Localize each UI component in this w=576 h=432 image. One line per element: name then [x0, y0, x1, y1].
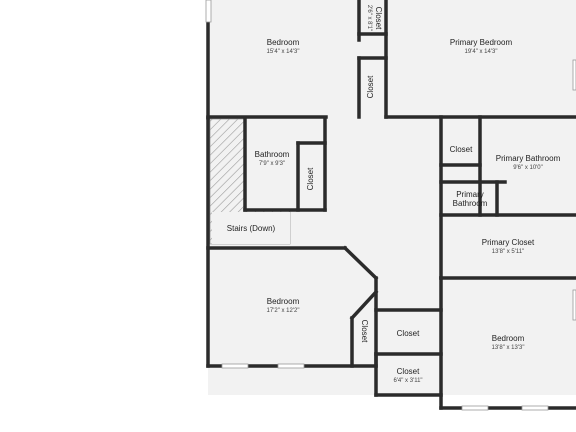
- floor-areas: [208, 0, 576, 395]
- stairs-name: Stairs (Down): [227, 224, 276, 233]
- bedroom-se-dim: 13'8" x 13'3": [492, 345, 525, 351]
- bathroom-name: Bathroom: [255, 150, 290, 159]
- closet-top-dim: 2'6" x 8'1": [366, 5, 372, 31]
- bedroom-se-name: Bedroom: [492, 334, 525, 343]
- closet-bottom-dim: 6'4" x 3'11": [393, 378, 422, 384]
- windows: [205, 0, 576, 411]
- bedroom-nw-name: Bedroom: [267, 38, 300, 47]
- closet-sw-name: Closet: [360, 320, 369, 343]
- closet-small-name: Closet: [366, 75, 375, 98]
- primary-bedroom-name: Primary Bedroom: [450, 38, 513, 47]
- primary-bathroom-name: Primary Bathroom: [496, 154, 561, 163]
- primary-closet-name: Primary Closet: [482, 238, 535, 247]
- primary-bathroom-small-line2: Bathroom: [453, 199, 488, 208]
- walls: [206, 0, 576, 410]
- primary-bathroom-dim: 9'6" x 10'0": [513, 165, 543, 171]
- closet-top-name: Closet: [374, 7, 383, 30]
- bedroom-sw-dim: 17'2" x 12'2": [267, 308, 300, 314]
- stairs-landing: [212, 212, 290, 244]
- bathroom-dim: 7'9" x 9'3": [259, 161, 285, 167]
- room-labels: Bedroom 15'4" x 14'3" Closet 2'6" x 8'1"…: [227, 5, 561, 384]
- primary-closet-dim: 13'8" x 5'11": [492, 249, 524, 255]
- closet-center-name: Closet: [397, 329, 420, 338]
- bedroom-nw-dim: 15'4" x 14'3": [267, 49, 300, 55]
- primary-bathroom-small-line1: Primary: [456, 190, 484, 199]
- primary-bedroom-dim: 19'4" x 14'3": [465, 49, 498, 55]
- bedroom-sw-name: Bedroom: [267, 297, 300, 306]
- closet-bottom-name: Closet: [397, 367, 420, 376]
- closet-hall-name: Closet: [450, 145, 473, 154]
- closet-bath-name: Closet: [306, 167, 315, 190]
